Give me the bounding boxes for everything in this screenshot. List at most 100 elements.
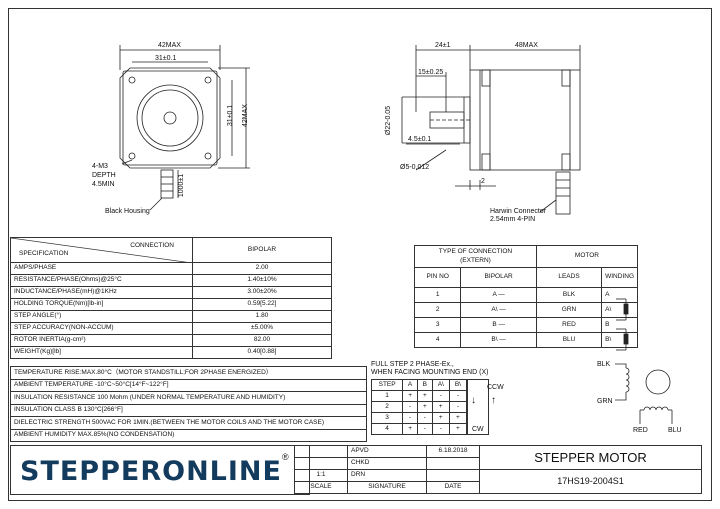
dim-31: 31±0.1 — [155, 55, 177, 62]
leads-header: LEADS — [535, 267, 603, 288]
pin-bipolar: B\ — — [460, 332, 537, 348]
up-arrow-icon: ↑ — [491, 395, 496, 406]
type-of-connection-cell: TYPE OF CONNECTION (EXTERN) — [414, 245, 537, 268]
front-flange — [119, 67, 221, 169]
step-cell: 4 — [370, 423, 404, 435]
step-cell: - — [431, 390, 450, 402]
mechanical-drawing — [119, 45, 581, 215]
note-row: INSULATION RESISTANCE 100 Mohm (UNDER NO… — [10, 391, 367, 405]
apvd-label: APVD — [347, 445, 427, 458]
spec-value: 3.00±20% — [192, 286, 332, 299]
ccw-label: CCW — [487, 384, 504, 391]
spec-label: INDUCTANCE/PHASE(mH)@1KHz — [10, 286, 193, 299]
dim-48: 48MAX — [515, 42, 538, 49]
note-row: AMBIENT TEMPERATURE -10°C~50°C[14°F~122°… — [10, 378, 367, 392]
step-header: B\ — [448, 379, 468, 391]
step-title-2: WHEN FACING MOUNTING END (X) — [371, 369, 489, 376]
spec-value: 2.00 — [192, 262, 332, 275]
step-cell: 3 — [370, 412, 404, 424]
spec-value: 82.00 — [192, 334, 332, 347]
pin-lead: GRN — [535, 302, 603, 318]
step-cell: + — [416, 401, 433, 413]
step-cell: + — [448, 423, 468, 435]
spec-label: ROTOR INERTIA(g-cm²) — [10, 334, 193, 347]
note-row: AMBIENT HUMIDITY MAX.85%(NO CONDENSATION… — [10, 428, 367, 442]
step-cell: + — [431, 412, 450, 424]
winding-label: A\ — [605, 305, 612, 313]
step-cell: - — [402, 401, 418, 413]
holes-label-3: 4.5MIN — [92, 181, 115, 188]
logo-text: STEPPERONLINE — [20, 456, 282, 487]
pin-lead: BLK — [535, 287, 603, 303]
part-number: 17HS19-2004S1 — [479, 469, 702, 494]
spec-label: STEP ACCURACY(NON-ACCUM) — [10, 322, 193, 335]
bipolar-header: BIPOLAR — [192, 237, 332, 263]
step-cell: 1 — [370, 390, 404, 402]
step-cell: + — [402, 390, 418, 402]
holes-label-1: 4-M3 — [92, 163, 108, 170]
wiring-diagram — [615, 363, 673, 424]
dim-22: Ø22-0.05 — [385, 105, 393, 136]
step-title-1: FULL STEP 2 PHASE-Ex., — [371, 361, 454, 368]
pin-no-header: PIN NO — [413, 267, 462, 288]
pin-no: 2 — [413, 302, 462, 318]
dim-31-vertical: 31±0.1 — [227, 104, 235, 127]
dim-42max: 42MAX — [158, 42, 181, 49]
note-row: DIELECTRIC STRENGTH 500VAC FOR 1MIN.(BET… — [10, 416, 367, 430]
spec-label: WEIGHT(Kg)[lb] — [10, 346, 193, 359]
spec-value: 0.59[5.22] — [192, 298, 332, 311]
type-extern: (EXTERN) — [460, 256, 491, 264]
dim-5: Ø5-0.012 — [400, 164, 430, 171]
spec-value: 1.40±10% — [192, 274, 332, 287]
drn-label: DRN — [347, 469, 427, 482]
dim-42max-vertical: 42MAX — [241, 104, 249, 127]
wire-blu: BLU — [668, 427, 682, 434]
step-cell: + — [448, 412, 468, 424]
diagonal-line — [11, 238, 192, 263]
wire-red: RED — [633, 427, 648, 434]
step-cell: + — [416, 390, 433, 402]
winding-coil-icon — [616, 298, 629, 351]
connection-table: TYPE OF CONNECTION (EXTERN) MOTOR PIN NO… — [413, 245, 639, 348]
step-cell: - — [448, 401, 468, 413]
winding-cell: A — [601, 287, 638, 303]
spec-header-cell: CONNECTION SPECIFICATION — [10, 237, 193, 263]
dim-2: 2 — [481, 178, 485, 185]
step-header: STEP — [370, 379, 404, 391]
drawing-title: STEPPER MOTOR — [479, 445, 702, 470]
pin-lead: RED — [535, 317, 603, 333]
lead-length: 1000±1 — [178, 173, 186, 198]
conn-bipolar-header: BIPOLAR — [460, 267, 537, 288]
dim-4-5: 4.5±0.1 — [408, 136, 432, 143]
spec-value: 0.40[0.88] — [192, 346, 332, 359]
date-label: DATE — [426, 481, 480, 494]
direction-box — [467, 379, 489, 435]
step-header: A — [402, 379, 418, 391]
spec-table: CONNECTION SPECIFICATION BIPOLAR AMPS/PH… — [10, 237, 332, 359]
spec-label: STEP ANGLE(°) — [10, 310, 193, 323]
spec-value: ±5.00% — [192, 322, 332, 335]
motor-shaft — [429, 111, 465, 129]
wire-grn: GRN — [597, 398, 613, 405]
black-housing-label: Black Housing — [105, 208, 150, 215]
down-arrow-icon: ↓ — [471, 395, 476, 406]
motor-header: MOTOR — [535, 245, 639, 268]
motor-body — [469, 69, 581, 171]
connection-header: CONNECTION — [130, 242, 174, 249]
pin-no: 1 — [413, 287, 462, 303]
dim-15: 15±0.25 — [418, 69, 444, 76]
harwin-label-2: 2.54mm 4-PIN — [490, 216, 536, 223]
pin-no: 4 — [413, 332, 462, 348]
winding-cell: B\ — [601, 332, 638, 348]
step-cell: - — [402, 412, 418, 424]
cw-label: CW — [472, 426, 484, 433]
signature-label: SIGNATURE — [347, 481, 427, 494]
spec-value: 1.80 — [192, 310, 332, 323]
spec-label: RESISTANCE/PHASE(Ohms)@25°C — [10, 274, 193, 287]
note-row: TEMPERATURE RISE:MAX.80°C（MOTOR STANDSTI… — [10, 366, 367, 380]
notes-table: TEMPERATURE RISE:MAX.80°C（MOTOR STANDSTI… — [10, 366, 367, 442]
step-header: A\ — [431, 379, 450, 391]
type-of-connection: TYPE OF CONNECTION — [438, 248, 513, 255]
holes-label-2: DEPTH — [92, 172, 116, 179]
